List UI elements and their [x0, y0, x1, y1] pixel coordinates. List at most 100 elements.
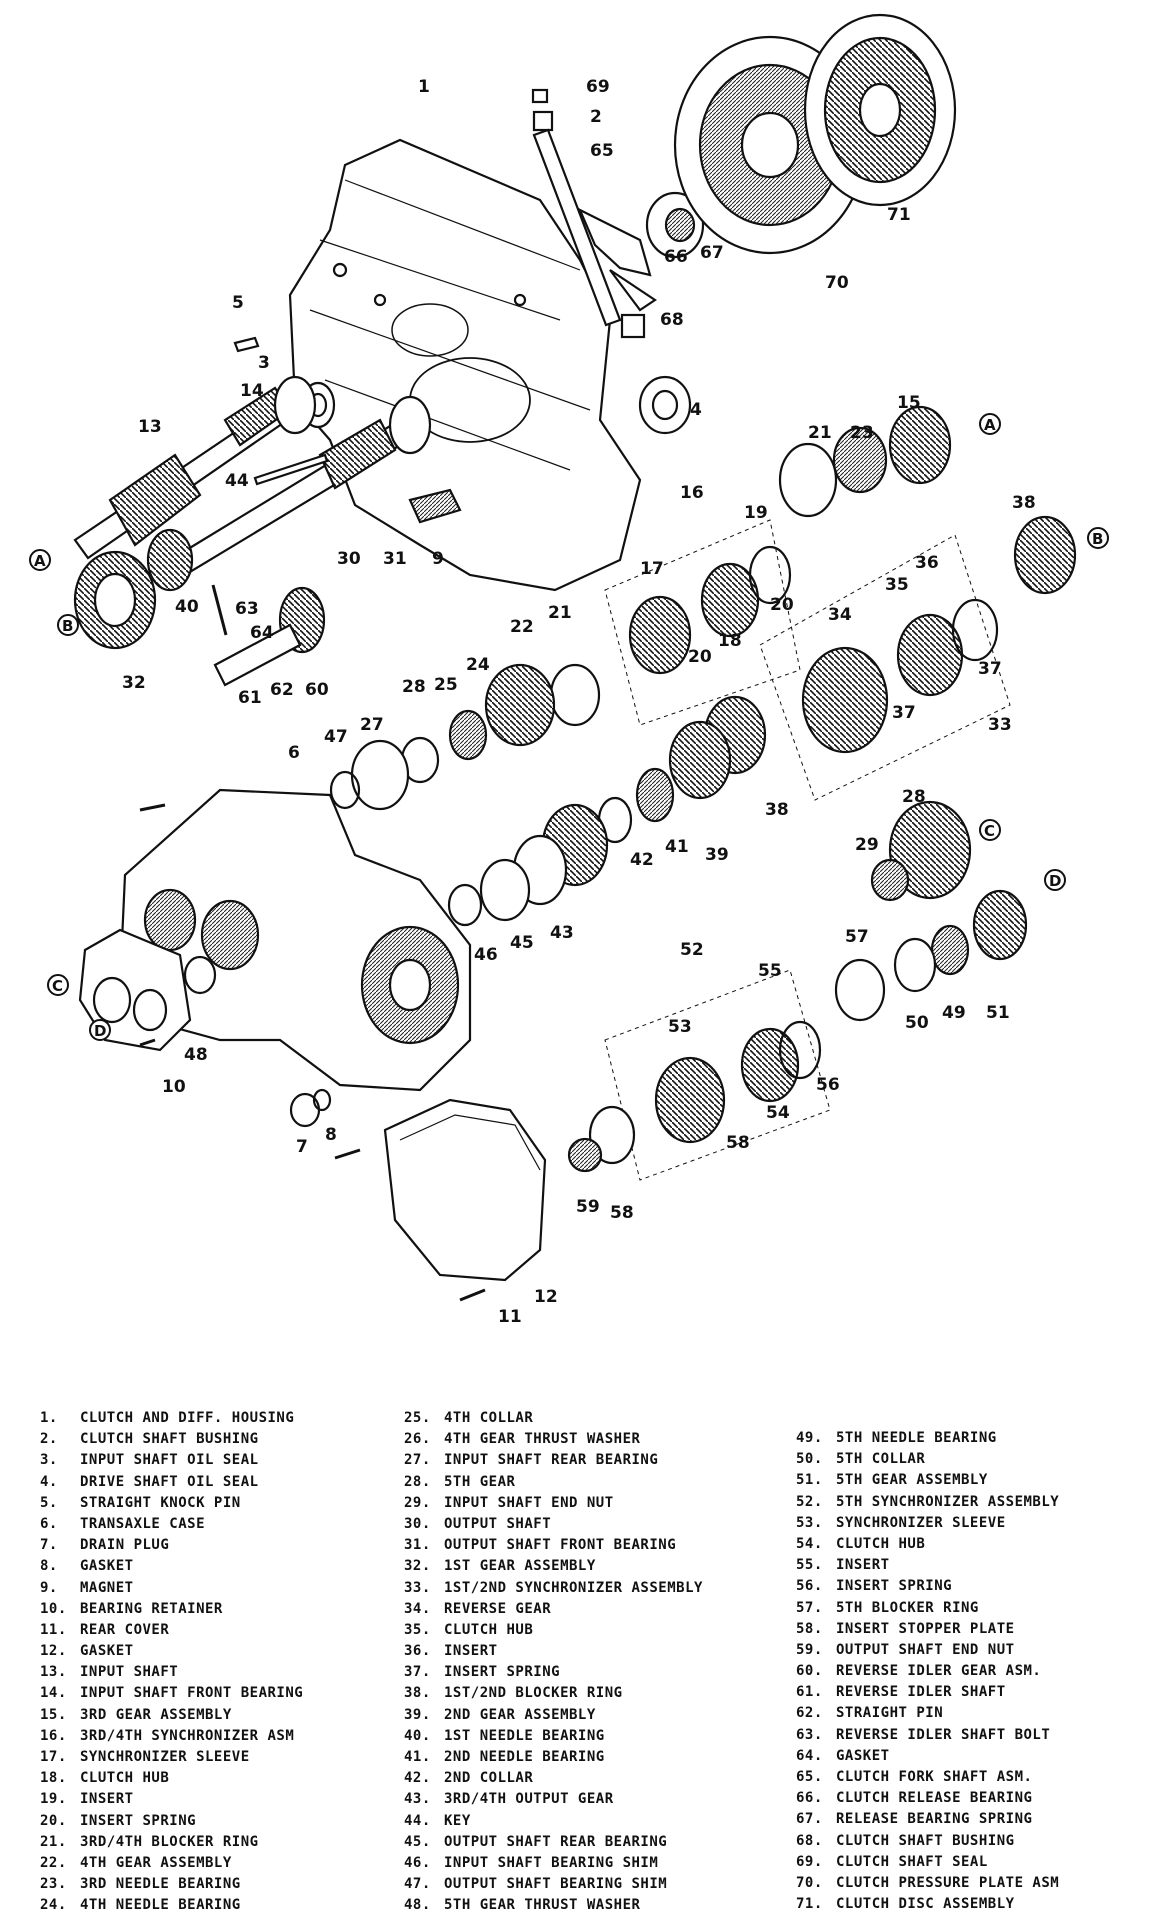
callout: 5 — [232, 293, 244, 313]
callout: 15 — [897, 393, 921, 413]
legend-item: 28.5TH GEAR — [404, 1472, 703, 1493]
legend-item: 3.INPUT SHAFT OIL SEAL — [40, 1450, 303, 1471]
legend-item: 67.RELEASE BEARING SPRING — [796, 1809, 1059, 1830]
callout: 71 — [887, 205, 911, 225]
legend-item-label: CLUTCH AND DIFF. HOUSING — [80, 1410, 295, 1426]
legend-item-number: 25. — [404, 1410, 431, 1426]
callout: 22 — [510, 617, 534, 637]
legend-item-number: 69. — [796, 1853, 823, 1870]
legend-item-label: CLUTCH HUB — [836, 1535, 926, 1552]
ref-marker-a: A — [34, 552, 46, 570]
callout: 4 — [690, 400, 702, 420]
legend-item-label: OUTPUT SHAFT REAR BEARING — [444, 1833, 668, 1850]
legend-item: 40. 1ST NEEDLE BEARING — [404, 1726, 703, 1747]
legend-item-label: INPUT SHAFT END NUT — [444, 1494, 614, 1511]
legend-item-number: 64. — [796, 1747, 823, 1764]
legend-item: 45. OUTPUT SHAFT REAR BEARING — [404, 1832, 703, 1853]
legend-item-number: 32. — [404, 1558, 431, 1575]
legend-item-number: 39. — [404, 1706, 431, 1723]
legend-item-number: 53. — [796, 1514, 823, 1531]
legend-item: 54. CLUTCH HUB — [796, 1534, 1059, 1555]
callout: 31 — [383, 549, 407, 569]
callout: 17 — [640, 559, 664, 579]
legend-item-number: 28. — [404, 1473, 431, 1490]
callout: 64 — [250, 623, 274, 643]
callout: 36 — [915, 553, 939, 573]
legend-item-label: INSERT — [80, 1791, 134, 1808]
callout: 47 — [324, 727, 348, 747]
legend-item-label: DRAIN PLUG — [80, 1537, 170, 1554]
legend-item-label: GASKET — [836, 1747, 890, 1764]
callout: 60 — [305, 680, 329, 700]
legend-item-label: INSERT — [444, 1643, 498, 1660]
legend-item: 22.4TH GEAR ASSEMBLY — [40, 1853, 303, 1874]
legend-item: 70.CLUTCH PRESSURE PLATE ASM — [796, 1873, 1059, 1894]
legend-item-number: 38. — [404, 1685, 431, 1702]
legend-item: 15.3RD GEAR ASSEMBLY — [40, 1705, 303, 1726]
legend-item-label: 5TH BLOCKER RING — [836, 1599, 979, 1616]
legend-item-number: 55. — [796, 1557, 823, 1574]
legend-item-number: 26. — [404, 1431, 431, 1448]
legend-item: 31.OUTPUT SHAFT FRONT BEARING — [404, 1535, 703, 1556]
legend-item-label: 3RD NEEDLE BEARING — [80, 1876, 241, 1893]
legend-item-number: 36. — [404, 1643, 431, 1660]
legend-item-number: 58. — [796, 1620, 823, 1637]
legend-item: 36. INSERT — [404, 1641, 703, 1662]
legend-item-label: REVERSE IDLER GEAR ASM. — [836, 1663, 1042, 1680]
legend-item-label: 1ST/2ND SYNCHRONIZER ASSEMBLY — [444, 1579, 703, 1596]
legend-item: 66.CLUTCH RELEASE BEARING — [796, 1788, 1059, 1809]
legend-item-number: 10. — [40, 1600, 67, 1617]
callout: 52 — [680, 940, 704, 960]
legend-item: 60.REVERSE IDLER GEAR ASM. — [796, 1661, 1059, 1682]
legend-item: 11.REAR COVER — [40, 1620, 303, 1641]
callout: 61 — [238, 688, 262, 708]
legend-item: 63. REVERSE IDLER SHAFT BOLT — [796, 1725, 1059, 1746]
legend-item: 13.INPUT SHAFT — [40, 1662, 303, 1683]
legend-item-number: 45. — [404, 1833, 431, 1850]
legend-item-number: 68. — [796, 1832, 823, 1849]
legend-item-number: 50. — [796, 1451, 823, 1468]
callout: 24 — [466, 655, 490, 675]
legend-item-number: 40. — [404, 1727, 431, 1744]
legend-item-label: KEY — [444, 1812, 471, 1829]
legend-item: 39.2ND GEAR ASSEMBLY — [404, 1705, 703, 1726]
ref-marker-d: D — [94, 1022, 106, 1040]
legend-item-number: 33. — [404, 1579, 431, 1596]
callout: 39 — [705, 845, 729, 865]
legend-item-label: 2ND NEEDLE BEARING — [444, 1749, 605, 1765]
callout: 56 — [816, 1075, 840, 1095]
legend-item-number: 67. — [796, 1811, 823, 1828]
legend-item-label: SYNCHRONIZER SLEEVE — [80, 1749, 250, 1765]
legend-item-label: INPUT SHAFT REAR BEARING — [444, 1452, 659, 1469]
legend-item: 25.4TH COLLAR — [404, 1408, 703, 1429]
transaxle-exploded-drawing: 1 2 3 4 5 6 7 8 9 10 11 12 13 14 15 16 1… — [29, 13, 1109, 1327]
legend-item-label: 5TH SYNCHRONIZER ASSEMBLY — [836, 1493, 1060, 1510]
legend-item: 26.4TH GEAR THRUST WASHER — [404, 1429, 703, 1450]
legend-item: 58.INSERT STOPPER PLATE — [796, 1619, 1059, 1640]
legend-item-label: 1ST NEEDLE BEARING — [444, 1727, 605, 1744]
legend-item: 5.STRAIGHT KNOCK PIN — [40, 1493, 303, 1514]
legend-item-number: 13. — [40, 1664, 67, 1681]
callout: 29 — [855, 835, 879, 855]
legend-item-number: 66. — [796, 1790, 823, 1807]
legend-item-number: 54. — [796, 1535, 823, 1552]
legend-item: 50.5TH COLLAR — [796, 1449, 1059, 1470]
legend-item-number: 22. — [40, 1854, 67, 1871]
legend-item-label: 1ST/2ND BLOCKER RING — [444, 1685, 623, 1702]
callout: 20 — [688, 647, 712, 667]
legend-item-number: 1. — [40, 1410, 58, 1426]
legend-item-number: 62. — [796, 1705, 823, 1722]
legend-item: 17.SYNCHRONIZER SLEEVE — [40, 1747, 303, 1768]
legend-item-label: 5TH GEAR ASSEMBLY — [836, 1472, 988, 1489]
legend-item-number: 63. — [796, 1726, 823, 1743]
legend-item-label: GASKET — [80, 1643, 134, 1660]
callout: 32 — [122, 673, 146, 693]
callout: 68 — [660, 310, 684, 330]
legend-item-number: 8. — [40, 1558, 58, 1575]
legend-item: 19.INSERT — [40, 1789, 303, 1810]
legend-item: 69.CLUTCH SHAFT SEAL — [796, 1852, 1059, 1873]
legend-item-label: REVERSE IDLER SHAFT BOLT — [836, 1726, 1051, 1743]
legend-item-label: SYNCHRONIZER SLEEVE — [836, 1514, 1006, 1531]
legend-item: 14.INPUT SHAFT FRONT BEARING — [40, 1683, 303, 1704]
